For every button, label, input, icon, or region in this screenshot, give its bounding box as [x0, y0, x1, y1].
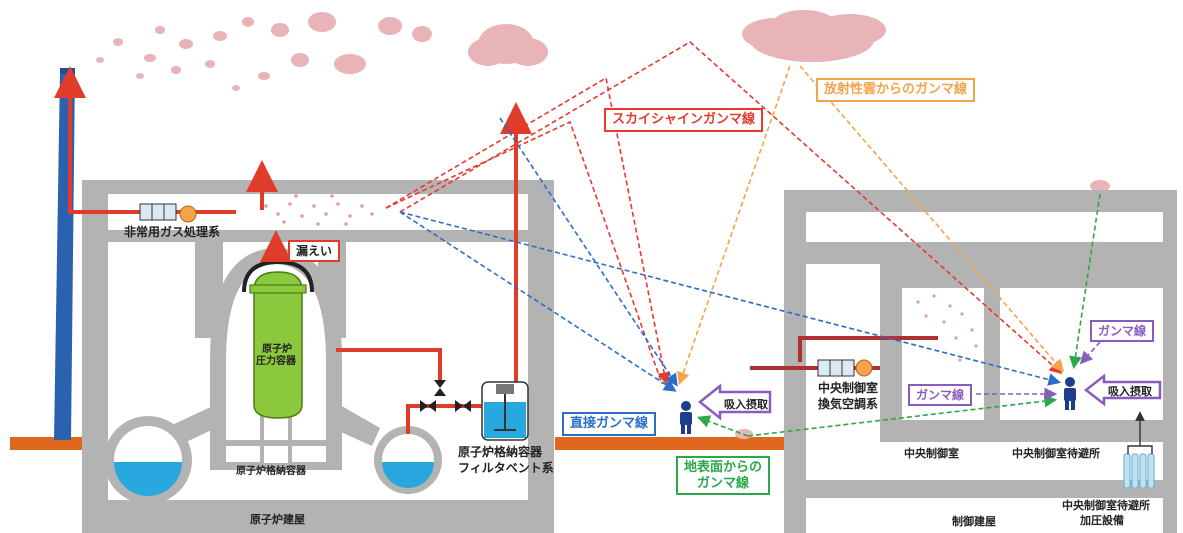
radioactive-particles-control-room — [916, 294, 978, 362]
rpv-label-2: 圧力容器 — [256, 356, 296, 367]
filter-vent-label-1: 原子炉格納容器 — [458, 445, 543, 459]
ground-gamma-label-2: ガンマ線 — [697, 475, 750, 491]
shelter-pressurization-label-1: 中央制御室待避所 — [1062, 499, 1150, 512]
person-icon-shelter — [1064, 377, 1076, 410]
radioactive-particles — [264, 194, 374, 226]
reactor-building — [82, 180, 554, 533]
filter-vent-label-2: フィルタベント系 — [458, 461, 554, 475]
person-icon — [680, 401, 692, 434]
shelter-gamma-label: ガンマ線 — [1090, 320, 1155, 343]
direct-gamma-label: 直接ガンマ線 — [562, 412, 657, 436]
shelter-label: 中央制御室待避所 — [1012, 447, 1100, 460]
pcv-label: 原子炉格納容器 — [236, 466, 306, 477]
rpv-label-1: 原子炉 — [262, 344, 292, 355]
inhalation-label-outside: 吸入摂取 — [724, 398, 768, 411]
control-building — [784, 190, 1177, 533]
inhalation-label-shelter: 吸入摂取 — [1108, 385, 1152, 398]
cloud-gamma-label: 放射性雲からのガンマ線 — [816, 78, 976, 102]
skyshine-paths — [385, 41, 1063, 386]
ground-gamma-paths — [697, 193, 1101, 437]
reactor-pressure-vessel — [242, 259, 314, 419]
ground — [10, 437, 785, 450]
cr-hvac-label-1: 中央制御室 — [818, 381, 879, 395]
valve-icon — [420, 380, 471, 412]
cloud-gamma-paths — [677, 65, 1065, 386]
ground-gamma-label: 地表面からの ガンマ線 — [676, 456, 771, 496]
emergency-gas-treatment-label: 非常用ガス処理系 — [124, 225, 221, 239]
inhalation-arrow-shelter — [1083, 373, 1162, 407]
skyshine-gamma-label: スカイシャインガンマ線 — [604, 108, 764, 132]
fan-icon — [179, 205, 197, 223]
filter-icon — [139, 203, 177, 221]
inside-gamma-paths — [976, 341, 1101, 401]
pressurization-cylinders — [1123, 453, 1155, 489]
inhalation-arrow-outside — [697, 383, 772, 421]
control-building-label: 制御建屋 — [952, 515, 996, 528]
cr-hvac-label-2: 換気空調系 — [818, 397, 879, 411]
pressurization-line — [1127, 411, 1153, 454]
leak-label: 漏えい — [288, 240, 341, 263]
tank-icon — [481, 381, 529, 441]
control-room-label: 中央制御室 — [904, 447, 959, 460]
cr-gamma-label: ガンマ線 — [908, 384, 973, 407]
shelter-pressurization-label-2: 加圧設備 — [1080, 514, 1124, 527]
direct-gamma-paths — [399, 117, 1062, 392]
reactor-building-label: 原子炉建屋 — [250, 513, 305, 526]
ground-gamma-label-1: 地表面からの — [684, 460, 763, 475]
hvac-filter-icon — [817, 359, 855, 377]
hvac-fan-icon — [855, 359, 873, 377]
cloud-icon — [96, 10, 1110, 439]
